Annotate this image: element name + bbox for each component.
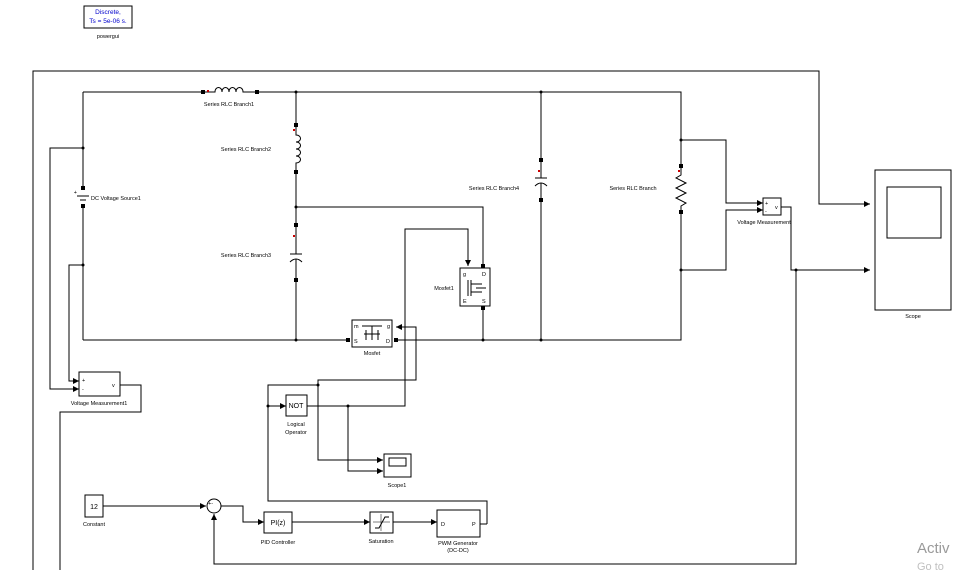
constant-label: Constant xyxy=(83,522,105,528)
voltage-measurement1-label: Voltage Measurement1 xyxy=(71,401,128,407)
pid-controller-label: PID Controller xyxy=(261,540,296,546)
powergui-line1: Discrete, xyxy=(95,9,121,16)
voltage-measurement-block[interactable]: + - v xyxy=(762,197,782,216)
mosfet1-block[interactable]: g D E S xyxy=(459,264,491,310)
logical-operator-label-1: Logical xyxy=(287,422,304,428)
series-rlc-branch4-block[interactable] xyxy=(534,158,548,202)
activate-windows-watermark: Activ xyxy=(917,540,950,557)
logical-operator-block[interactable]: NOT xyxy=(285,394,308,417)
vm-output-port: v xyxy=(775,205,778,211)
activate-windows-watermark-sub: Go to xyxy=(917,561,944,573)
voltage-measurement-label: Voltage Measurement xyxy=(737,220,791,226)
pwm-d-port: D xyxy=(441,522,445,528)
scope-label: Scope xyxy=(905,314,921,320)
series-rlc-branch2-block[interactable] xyxy=(293,123,301,174)
sum-block[interactable]: +- xyxy=(206,498,222,514)
saturation-block[interactable] xyxy=(369,511,394,534)
series-rlc-branch3-label: Series RLC Branch3 xyxy=(221,253,271,259)
constant-value: 12 xyxy=(90,504,98,511)
vm-plus-port: + xyxy=(765,201,768,207)
mosfet-label: Mosfet xyxy=(364,351,381,357)
series-rlc-branch-block[interactable] xyxy=(674,140,688,270)
mosfet1-g-port: g xyxy=(463,272,466,278)
mosfet-g-port: g xyxy=(387,324,390,330)
mosfet1-d-port: D xyxy=(482,272,486,278)
vm1-minus-port: - xyxy=(82,387,84,393)
powergui-block[interactable]: Discrete, Ts = 5e-06 s. xyxy=(83,5,133,29)
pid-controller-block[interactable]: PI(z) xyxy=(263,511,293,534)
series-rlc-branch1-block[interactable] xyxy=(201,87,259,95)
series-rlc-branch3-block[interactable] xyxy=(289,223,303,282)
series-rlc-branch-label: Series RLC Branch xyxy=(609,186,656,192)
pwm-generator-block[interactable]: D P xyxy=(436,509,481,538)
pid-text: PI(z) xyxy=(271,520,286,527)
series-rlc-branch1-label: Series RLC Branch1 xyxy=(204,102,254,108)
series-rlc-branch2-label: Series RLC Branch2 xyxy=(221,147,271,153)
scope1-label: Scope1 xyxy=(388,483,407,489)
mosfet-block[interactable]: m g S D xyxy=(346,319,398,348)
mosfet-d-port: D xyxy=(386,339,390,345)
sum-signs: +- xyxy=(208,501,213,507)
series-rlc-branch4-label: Series RLC Branch4 xyxy=(469,186,519,192)
dc-voltage-source1-label: DC Voltage Source1 xyxy=(91,196,141,202)
dc-voltage-source1-block[interactable]: + xyxy=(74,186,89,208)
pwm-generator-label-1: PWM Generator xyxy=(438,541,478,547)
pwm-p-port: P xyxy=(472,522,476,528)
powergui-label: powergui xyxy=(97,34,119,40)
mosfet-s-port: S xyxy=(354,339,358,345)
vm1-output-port: v xyxy=(112,383,115,389)
vm1-plus-port: + xyxy=(82,378,85,384)
mosfet1-e-port: E xyxy=(463,299,467,305)
pwm-generator-label-2: (DC-DC) xyxy=(447,548,469,554)
mosfet-m-port: m xyxy=(354,324,359,330)
constant-block[interactable]: 12 xyxy=(84,494,104,518)
dc-source-plus-sign: + xyxy=(74,190,77,196)
arrowheads xyxy=(73,200,870,525)
powergui-line2: Ts = 5e-06 s. xyxy=(89,18,127,25)
junctions xyxy=(81,90,798,408)
scope1-block[interactable] xyxy=(383,453,412,478)
wires xyxy=(32,70,870,570)
voltage-measurement1-block[interactable]: + - v xyxy=(78,371,121,397)
mosfet1-s-port: S xyxy=(482,299,486,305)
mosfet1-label: Mosfet1 xyxy=(434,286,454,292)
saturation-label: Saturation xyxy=(368,539,393,545)
logical-operator-label-2: Operator xyxy=(285,430,307,436)
not-text: NOT xyxy=(289,403,305,410)
vm-minus-port: - xyxy=(765,209,767,215)
scope-block[interactable] xyxy=(874,169,952,311)
